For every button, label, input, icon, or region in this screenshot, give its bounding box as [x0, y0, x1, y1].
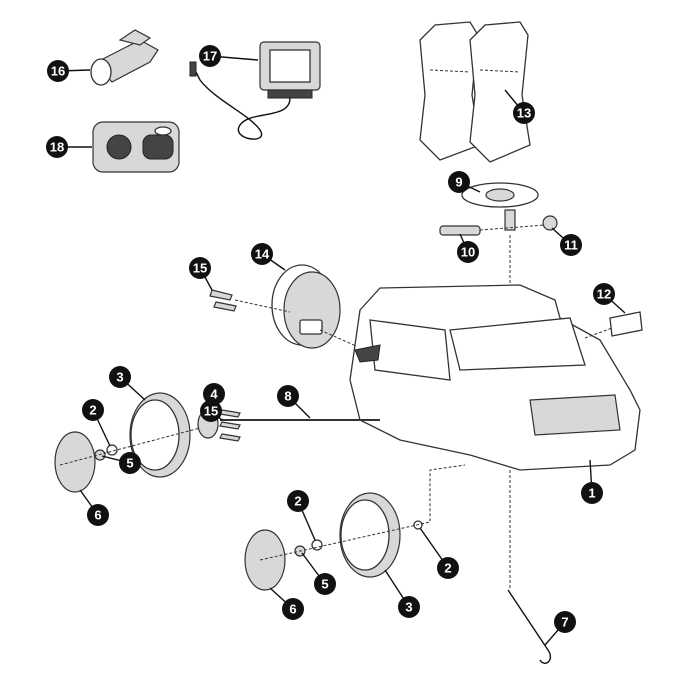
callout-number: 3 [116, 370, 123, 385]
steering-part [439, 182, 558, 320]
callout-screws-hub: 15 [200, 400, 222, 422]
callout-badge [189, 257, 211, 279]
callout-number: 8 [284, 389, 291, 404]
callout-number: 6 [94, 508, 101, 523]
callout-number: 11 [564, 238, 578, 253]
callout-number: 2 [294, 494, 301, 509]
callout-badge [199, 45, 221, 67]
callout-number: 6 [289, 602, 296, 617]
callout-number: 15 [193, 261, 207, 276]
latch-rod-part [507, 589, 552, 664]
callout-seat-latch-rod: 7 [554, 611, 576, 633]
callout-badge [200, 400, 222, 422]
callout-badge [593, 283, 615, 305]
callout-badge [287, 490, 309, 512]
callout-badge [314, 573, 336, 595]
callout-number: 5 [126, 456, 133, 471]
callout-washer-front-outer: 2 [287, 490, 309, 512]
spare-wheel-part [209, 264, 366, 351]
callout-charger: 17 [199, 45, 221, 67]
callout-number: 15 [204, 404, 218, 419]
callout-hubcap-rear: 6 [87, 504, 109, 526]
callout-number: 5 [321, 577, 328, 592]
callout-number: 10 [461, 245, 475, 260]
callout-wheel-rear: 3 [109, 366, 131, 388]
callout-badge [554, 611, 576, 633]
callout-badge [82, 399, 104, 421]
callout-hubcap-front: 6 [282, 598, 304, 620]
callout-number: 1 [588, 486, 595, 501]
rear-wheel-assembly [54, 392, 380, 493]
callout-badge [437, 557, 459, 579]
callout-badge [119, 452, 141, 474]
callout-number: 2 [89, 403, 96, 418]
callout-spare-wheel-cover: 14 [251, 243, 273, 265]
callout-number: 14 [255, 247, 270, 262]
callout-number: 17 [203, 49, 217, 64]
charger-part [189, 41, 321, 140]
callout-nut-front: 5 [314, 573, 336, 595]
callout-axle: 8 [277, 385, 299, 407]
callout-side-mirror: 12 [593, 283, 615, 305]
callout-wheel-front: 3 [398, 596, 420, 618]
front-wheel-assembly [244, 464, 466, 591]
callout-badge [87, 504, 109, 526]
callout-steering-wheel: 9 [448, 171, 470, 193]
callout-badge [457, 241, 479, 263]
callout-steering-nut: 11 [560, 234, 582, 256]
callout-screws-spare: 15 [189, 257, 211, 279]
callout-number: 13 [517, 106, 531, 121]
callout-remote-control: 18 [46, 136, 68, 158]
callout-wrench: 16 [47, 60, 69, 82]
callout-washer-rear: 2 [82, 399, 104, 421]
callout-number: 16 [51, 64, 65, 79]
callout-badge [513, 102, 535, 124]
callout-number: 4 [210, 387, 218, 402]
callout-steering-bolt: 10 [457, 241, 479, 263]
callout-wheel-hub: 4 [203, 383, 225, 405]
callout-badge [203, 383, 225, 405]
callout-badge [47, 60, 69, 82]
callout-badge [46, 136, 68, 158]
remote-part [92, 121, 180, 173]
callout-number: 9 [455, 175, 462, 190]
callout-number: 3 [405, 600, 412, 615]
callout-badge [251, 243, 273, 265]
callout-badge [109, 366, 131, 388]
callout-seat: 13 [513, 102, 535, 124]
callout-number: 7 [561, 615, 568, 630]
callout-badge [277, 385, 299, 407]
callout-badge [448, 171, 470, 193]
seat-part [419, 21, 531, 163]
callout-number: 2 [444, 561, 451, 576]
callout-badge [398, 596, 420, 618]
callout-badge [282, 598, 304, 620]
wrench-part [90, 29, 159, 86]
callout-car-body: 1 [581, 482, 603, 504]
callout-badge [560, 234, 582, 256]
callout-nut-rear: 5 [119, 452, 141, 474]
callout-washer-front-inner: 2 [437, 557, 459, 579]
callout-number: 18 [50, 140, 64, 155]
car-body-part [349, 284, 643, 590]
callout-number: 12 [597, 287, 611, 302]
callout-badge [581, 482, 603, 504]
